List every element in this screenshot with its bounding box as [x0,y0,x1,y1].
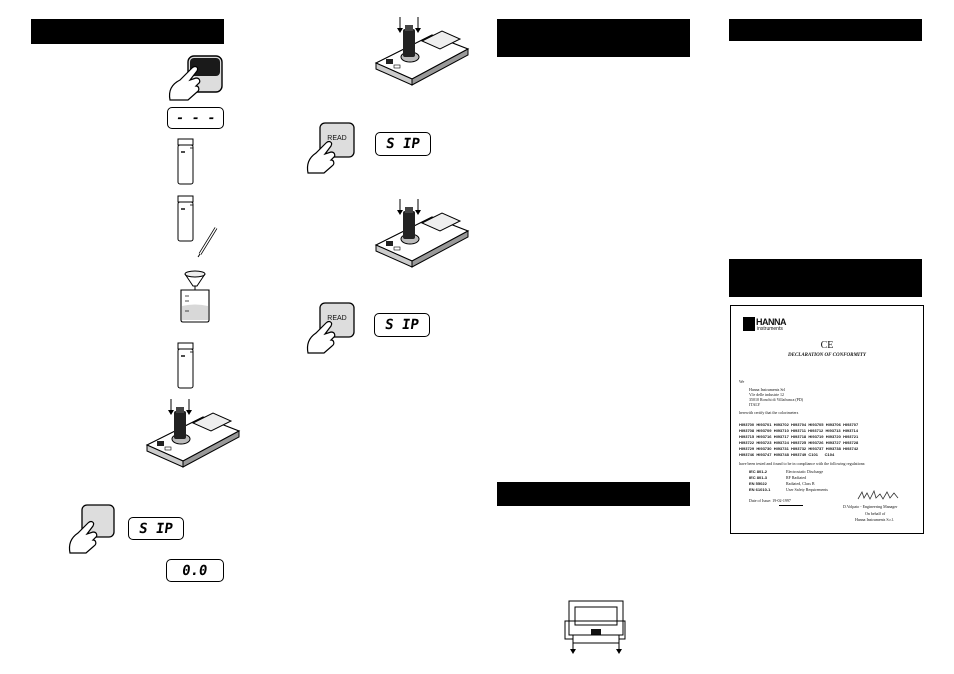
signatory-name: D.Volpato - Engineering Manager [843,504,898,509]
finger-icon [306,122,355,174]
power-key-press-icon [168,55,223,101]
model-list-line: HI93700 HI93701 HI93702 HI93704 HI93705 … [739,422,859,427]
regulation-code: EN 55022 [749,481,767,486]
battery-compartment-icon [564,600,626,654]
regulation-desc: Radiated, Class B [786,481,815,486]
certify-text: herewith certify that the colorimeters [739,410,799,415]
zero-key-press-icon [68,504,115,554]
cuvette-icon [177,195,194,242]
address-line: 35010 Ronchi di Villafranca (PD) [749,397,804,402]
cuvette-icon [177,138,194,185]
meter-insert-cuvette-icon [374,17,470,86]
regulation-code: EN 61010-1 [749,487,771,492]
read-key-press: READ [306,301,358,355]
lcd-display-reading: 0.0 [166,559,224,582]
read-key-press: READ [306,121,358,175]
model-list-line: HI93715 HI93716 HI93717 HI93718 HI93719 … [739,434,859,439]
model-list-line: HI93722 HI93723 HI93724 HI93725 HI93726 … [739,440,859,445]
company-name: Hanna Instruments S.r.l. [855,517,894,522]
finger-icon [306,302,355,354]
compliance-text: have been tested and found to be in comp… [739,461,866,466]
beaker-funnel-icon [180,270,210,323]
declaration-title: DECLARATION OF CONFORMITY [788,353,866,358]
read-key-label: READ [327,315,347,322]
hanna-logo-text: HANNA [756,317,787,327]
address-line: V.le delle industrie 12 [749,392,785,397]
on-behalf-text: On behalf of [865,511,886,516]
date-underline [779,505,803,506]
model-list-line: HI93746 HI93747 HI93748 HI93749 C101 C10… [739,452,835,457]
address-line: ITALY [749,402,761,407]
cuvette-icon [177,342,194,389]
lcd-display-dashes: - - - [167,107,224,129]
signature-image [857,489,899,500]
lcd-display-sip: S IP [374,313,430,337]
meter-insert-cuvette-icon [374,199,470,268]
regulation-desc: RF Radiated [786,475,807,480]
declaration-of-conformity: HANNA instruments CE DECLARATION OF CONF… [730,305,924,534]
ce-mark: CE [820,340,834,351]
we-label: We [739,379,745,384]
section-header-bar [31,19,224,44]
section-header-bar [497,482,690,506]
issue-date: Date of Issue: 19-02-1997 [749,498,791,503]
address-line: Hanna Instruments Srl [749,387,785,392]
read-key-label: READ [327,135,347,142]
hanna-logo-sub: instruments [757,326,783,332]
regulation-desc: User Safety Requirements [786,487,828,492]
model-list-line: HI93708 HI93709 HI93710 HI93711 HI93712 … [739,428,858,433]
regulation-code: IEC 801-2 [749,469,768,474]
pipette-icon [197,227,218,258]
section-header-bar [729,19,922,41]
lcd-display-sip: S IP [375,132,431,156]
section-header-bar [729,259,922,297]
hanna-logo: HANNA instruments [743,317,803,333]
section-header-bar [497,19,690,57]
meter-insert-cuvette-icon [145,399,241,468]
hanna-logo-mark [743,317,755,331]
model-list-line: HI93729 HI93730 HI93731 HI93732 HI93737 … [739,446,859,451]
regulation-code: IEC 801-3 [749,475,768,480]
regulation-desc: Electrostatic Discharge [786,469,824,474]
lcd-display-sip: S IP [128,517,184,540]
